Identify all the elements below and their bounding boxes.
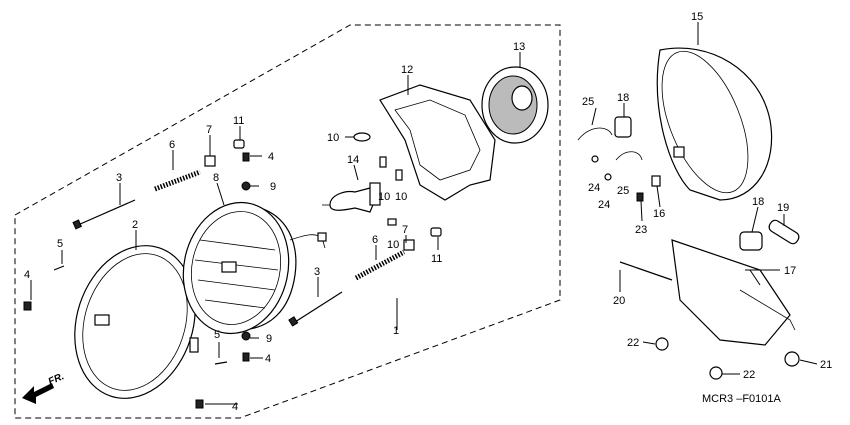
callout-21: 21 <box>820 359 832 371</box>
front-direction-label: FR. <box>47 371 66 388</box>
small-hardware <box>23 139 442 409</box>
headlight-unit <box>182 201 327 335</box>
collar-19 <box>768 219 800 245</box>
headlight-rim <box>74 245 199 399</box>
callout-7a: 7 <box>206 124 212 136</box>
front-direction-arrow-icon <box>22 383 54 404</box>
callout-7b: 7 <box>402 224 408 236</box>
callout-18a: 18 <box>617 92 629 104</box>
callout-5b: 5 <box>214 329 220 341</box>
callout-22b: 22 <box>743 369 755 381</box>
bolt-20 <box>619 261 673 281</box>
callout-6a: 6 <box>169 139 175 151</box>
callout-11b: 11 <box>431 253 442 265</box>
callout-14: 14 <box>347 154 359 166</box>
adjust-screw-upper <box>72 199 136 230</box>
screw-4a <box>242 152 250 162</box>
washer-9a <box>241 181 251 191</box>
callout-2: 2 <box>132 219 138 231</box>
screw-5b <box>214 361 228 365</box>
callout-10a: 10 <box>327 132 339 144</box>
callout-15: 15 <box>691 11 703 23</box>
clamp-25a <box>577 127 613 141</box>
leader-lines <box>30 22 818 405</box>
nut-7a <box>204 155 216 167</box>
callout-3b: 3 <box>314 266 320 278</box>
callout-6b: 6 <box>372 234 378 246</box>
callout-13: 13 <box>513 41 525 53</box>
callout-16: 16 <box>653 208 665 220</box>
nut-7b <box>403 239 415 251</box>
callout-19: 19 <box>777 202 789 214</box>
screw-4d <box>195 399 204 409</box>
callout-22a: 22 <box>627 337 639 349</box>
callout-24b: 24 <box>598 199 610 211</box>
callout-labels: 1 2 3 3 4 4 4 4 5 5 6 6 7 7 8 9 9 10 10 … <box>24 11 832 413</box>
screw-24b <box>604 173 612 181</box>
callout-8: 8 <box>213 172 219 184</box>
callout-4a: 4 <box>268 151 274 163</box>
spring-lower <box>354 249 406 281</box>
callout-5a: 5 <box>57 238 63 250</box>
callout-24a: 24 <box>588 182 600 194</box>
bolt-23 <box>636 192 644 202</box>
bulb <box>322 182 381 213</box>
callout-9a: 9 <box>270 181 276 193</box>
headlight-stay <box>619 239 800 380</box>
callout-20: 20 <box>613 295 625 307</box>
nut-22b <box>709 366 723 380</box>
assembly-boundary <box>14 24 561 419</box>
nut-21 <box>784 351 800 367</box>
collar-16 <box>651 175 661 187</box>
callout-11a: 11 <box>233 115 244 127</box>
callout-17: 17 <box>784 265 796 277</box>
callout-23: 23 <box>635 224 647 236</box>
callout-10c: 10 <box>395 191 407 203</box>
adjust-screw-lower <box>288 291 343 327</box>
clips <box>353 132 403 226</box>
headlight-case <box>379 84 496 201</box>
screw-24a <box>591 155 599 163</box>
callout-1: 1 <box>393 325 399 337</box>
callout-25b: 25 <box>617 185 629 197</box>
callout-3a: 3 <box>116 172 122 184</box>
clamp-25b <box>615 151 643 161</box>
collar-11b <box>430 227 442 237</box>
screw-4b <box>242 352 250 362</box>
collar-11a <box>233 139 245 149</box>
callout-25a: 25 <box>582 96 594 108</box>
nut-22a <box>655 337 669 351</box>
screw-5a <box>53 265 65 271</box>
headlight-shell <box>656 47 773 201</box>
mount-hardware <box>577 116 800 251</box>
socket-cover <box>481 66 549 144</box>
callout-4b: 4 <box>265 353 271 365</box>
callout-10b: 10 <box>378 191 390 203</box>
spring-upper <box>154 169 201 192</box>
grommet-18a <box>614 116 632 138</box>
diagram-code: MCR3 –F0101A <box>702 393 782 405</box>
grommet-18b <box>739 231 763 251</box>
callout-4d: 4 <box>232 401 238 413</box>
screw-4c <box>23 301 32 311</box>
callout-12: 12 <box>401 64 413 76</box>
callout-10d: 10 <box>387 239 399 251</box>
callout-18b: 18 <box>752 196 764 208</box>
washer-9b <box>241 331 251 341</box>
callout-4c: 4 <box>24 269 30 281</box>
callout-9b: 9 <box>266 333 272 345</box>
